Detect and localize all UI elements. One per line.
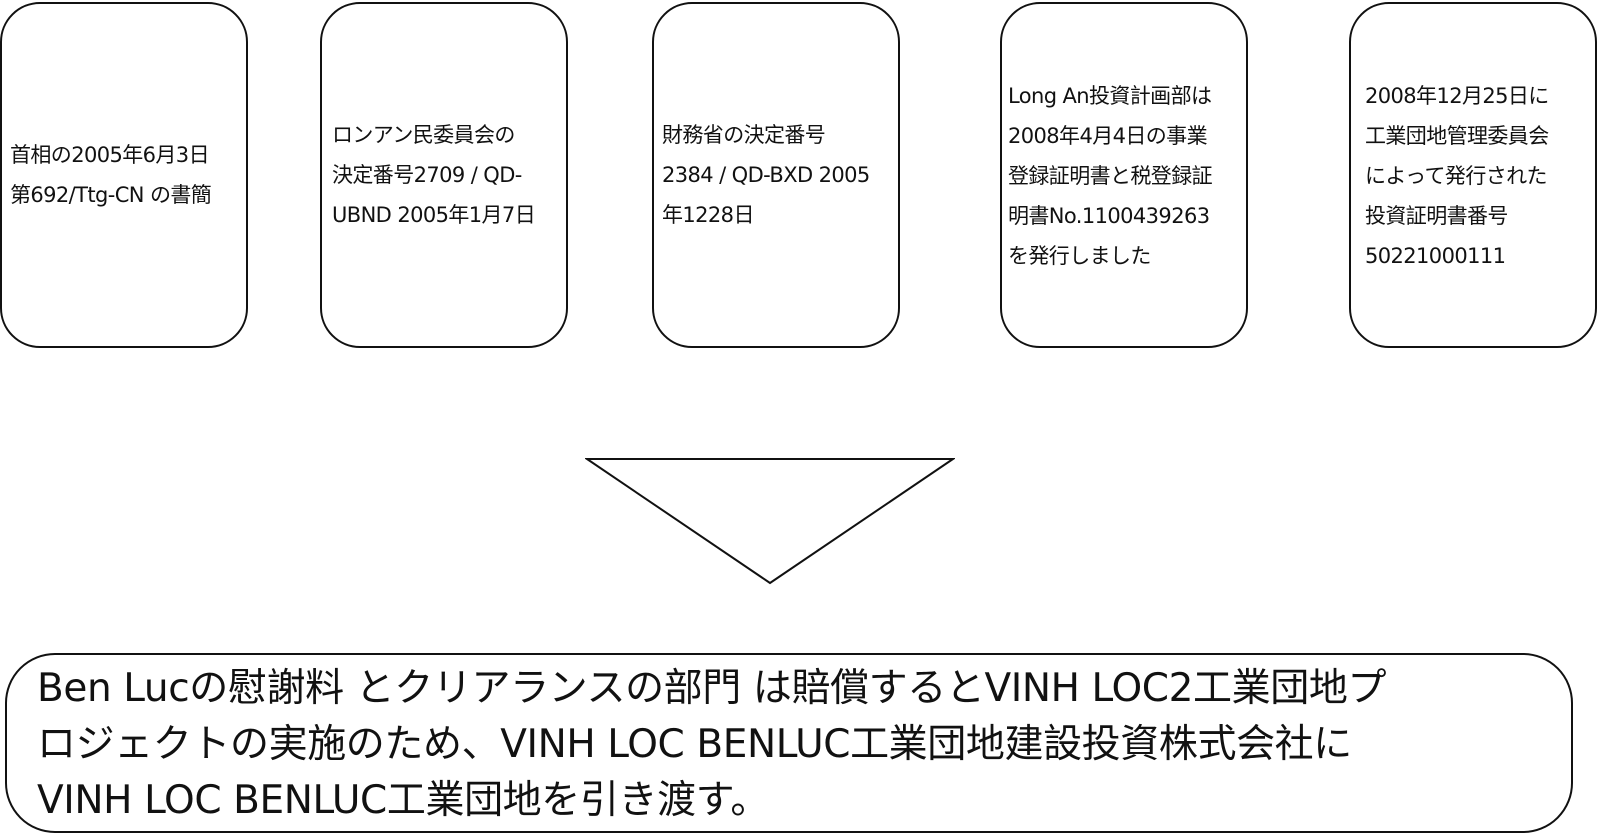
summary-box: Ben Lucの慰謝料 とクリアランスの部門 は賠償するとVINH LOC2工業…	[5, 653, 1573, 833]
document-box-4: Long An投資計画部は 2008年4月4日の事業 登録証明書と税登録証 明書…	[1000, 2, 1248, 348]
down-arrow-icon	[585, 458, 955, 585]
document-box-3: 財務省の決定番号 2384 / QD-BXD 2005 年1228日	[652, 2, 900, 348]
document-box-1-text: 首相の2005年6月3日 第692/Ttg-CN の書簡	[10, 143, 212, 207]
document-box-2: ロンアン民委員会の 決定番号2709 / QD- UBND 2005年1月7日	[320, 2, 568, 348]
summary-text: Ben Lucの慰謝料 とクリアランスの部門 は賠償するとVINH LOC2工業…	[37, 666, 1387, 823]
document-box-5-text: 2008年12月25日に 工業団地管理委員会 によって発行された 投資証明書番号…	[1365, 84, 1549, 268]
document-box-4-text: Long An投資計画部は 2008年4月4日の事業 登録証明書と税登録証 明書…	[1008, 84, 1213, 268]
document-box-2-text: ロンアン民委員会の 決定番号2709 / QD- UBND 2005年1月7日	[332, 123, 536, 227]
document-box-1: 首相の2005年6月3日 第692/Ttg-CN の書簡	[0, 2, 248, 348]
document-box-5: 2008年12月25日に 工業団地管理委員会 によって発行された 投資証明書番号…	[1349, 2, 1597, 348]
document-box-3-text: 財務省の決定番号 2384 / QD-BXD 2005 年1228日	[662, 123, 870, 227]
